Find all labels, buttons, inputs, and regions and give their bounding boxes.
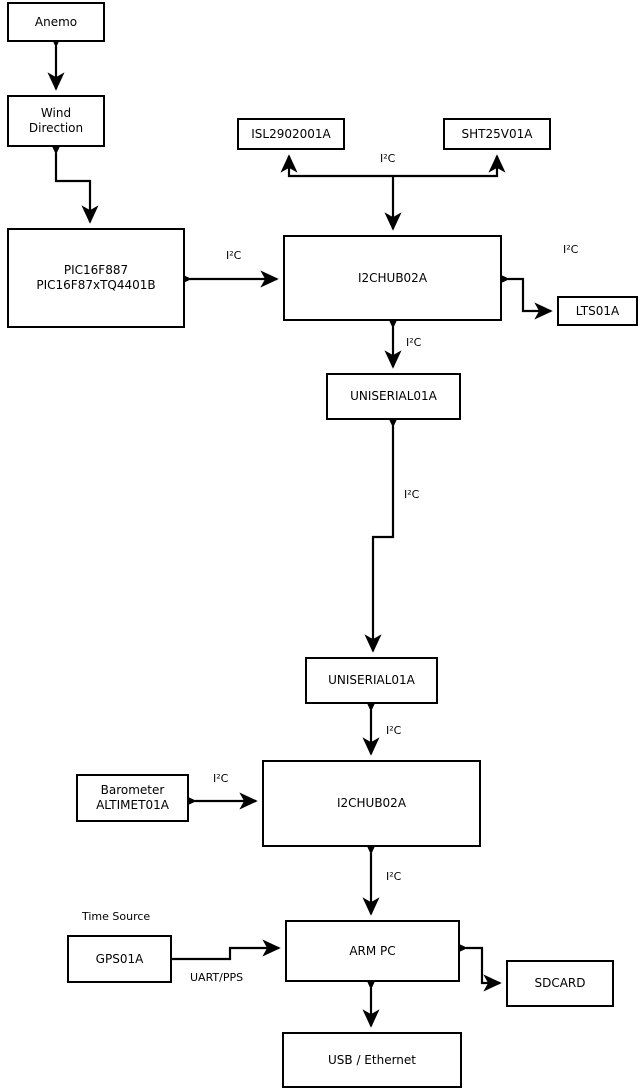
edge-label-bus-top: I²C [380,152,396,165]
node-sdcard[interactable]: SDCARD [506,960,614,1007]
node-i2chub02a-bottom-label: I2CHUB02A [336,796,407,810]
edge-label-pic-hub: I²C [226,249,242,262]
edge-label-barometer-hub: I²C [213,772,229,785]
node-pic-mcu[interactable]: PIC16F887 PIC16F87xTQ4401B [7,228,185,328]
node-isl2902001a[interactable]: ISL2902001A [237,118,345,150]
node-lts01a[interactable]: LTS01A [557,296,638,326]
edge-label-hub-uniserial: I²C [406,336,422,349]
node-isl2902001a-label: ISL2902001A [251,126,331,141]
edge-label-hub-lts: I²C [563,243,579,256]
node-usb-ethernet[interactable]: USB / Ethernet [282,1032,462,1088]
node-usb-ethernet-label: USB / Ethernet [328,1052,416,1067]
node-barometer-altimet01a-label: Barometer ALTIMET01A [96,783,169,812]
node-i2chub02a-top-label: I2CHUB02A [357,270,428,285]
edge-label-uniserial-uniserial: I²C [404,488,420,501]
annotation-time-source: Time Source [82,910,151,923]
node-gps01a[interactable]: GPS01A [67,935,172,983]
edge-label-uniserial-hub-bottom: I²C [386,724,402,737]
node-i2chub02a-top[interactable]: I2CHUB02A [283,235,502,321]
connector-hubtop-lts [491,270,553,320]
edge-label-hub-armpc: I²C [386,870,402,883]
node-barometer-altimet01a[interactable]: Barometer ALTIMET01A [76,774,189,822]
node-sht25v01a-label: SHT25V01A [461,126,533,141]
connector-wind-pic [47,136,99,224]
node-sdcard-label: SDCARD [534,976,586,990]
node-arm-pc-label: ARM PC [349,943,396,958]
connector-bus-isl [280,154,393,178]
node-uniserial01a-top-label: UNISERIAL01A [350,389,437,403]
node-anemo-label: Anemo [34,14,78,29]
node-uniserial01a-top[interactable]: UNISERIAL01A [326,373,461,420]
node-arm-pc[interactable]: ARM PC [285,920,460,982]
edge-label-gps-armpc: UART/PPS [190,971,244,984]
node-sht25v01a[interactable]: SHT25V01A [443,118,551,150]
connector-armpc-sdcard [449,939,502,992]
node-i2chub02a-bottom[interactable]: I2CHUB02A [262,760,481,847]
node-pic-mcu-label: PIC16F887 PIC16F87xTQ4401B [36,263,156,292]
node-lts01a-label: LTS01A [575,303,620,318]
node-uniserial01a-bottom[interactable]: UNISERIAL01A [305,657,438,704]
node-anemo[interactable]: Anemo [7,2,105,42]
connector-bus-sht [393,154,506,178]
node-gps01a-label: GPS01A [95,951,144,966]
connector-uniserialtop-uniserialbottom [364,409,402,653]
node-wind-direction-label: Wind Direction [28,106,84,135]
connector-gps-armpc [172,939,281,961]
node-wind-direction[interactable]: Wind Direction [7,95,105,147]
node-uniserial01a-bottom-label: UNISERIAL01A [328,673,415,687]
